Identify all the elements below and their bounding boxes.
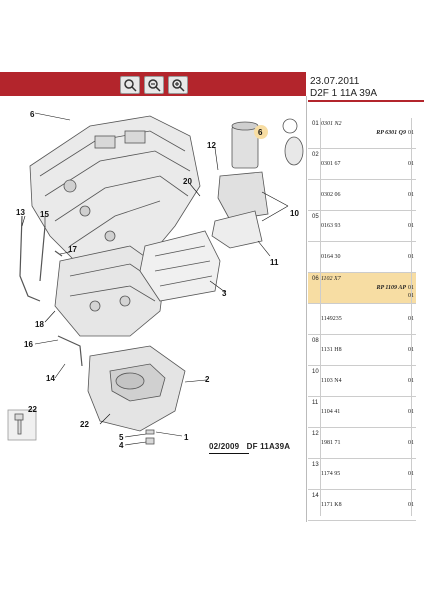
- footer-underline: [209, 453, 249, 454]
- document-date: 23.07.2011: [310, 76, 360, 87]
- part-reference: 1103 N4: [321, 378, 342, 384]
- part-number: 06: [312, 276, 319, 282]
- part-reference: 1171 K8: [321, 502, 342, 508]
- part-number: 14: [312, 493, 319, 499]
- callout-label: 22: [28, 405, 37, 414]
- part-reference: 1149235: [321, 316, 342, 322]
- part-number: 05: [312, 214, 319, 220]
- callout-label: 2: [205, 375, 210, 384]
- callout-label: 6: [30, 110, 35, 119]
- column-divider: [411, 118, 412, 516]
- magnifier-button[interactable]: [120, 76, 140, 94]
- crankcase-drawing: [54, 245, 166, 337]
- parts-list: 01 0301 N2 RP 6301 Q9 01 02 0301 67 01 0…: [308, 118, 416, 521]
- callout-label: 15: [40, 210, 49, 219]
- part-sub-reference: 0301 N2: [321, 121, 342, 127]
- oil-filter-housing-drawing: [211, 118, 304, 249]
- drain-plug-drawing: [145, 429, 155, 445]
- part-reference: 1981 71: [321, 440, 341, 446]
- parts-row[interactable]: 02 0301 67 01: [308, 149, 416, 180]
- part-number: 02: [312, 152, 319, 158]
- callout-label: 10: [290, 209, 299, 218]
- part-number: 01: [312, 121, 319, 127]
- parts-row[interactable]: 0164 30 01: [308, 242, 416, 273]
- callout-label: 11: [270, 258, 279, 267]
- callout-label: 5: [119, 433, 124, 442]
- intake-plate-drawing: [139, 230, 221, 302]
- leader-lines: [21, 112, 289, 446]
- footer-date: 02/2009: [209, 442, 240, 451]
- part-reference: 1174 95: [321, 471, 341, 477]
- callout-label: 12: [207, 141, 216, 150]
- parts-row[interactable]: 08 1131 H8 01: [308, 335, 416, 366]
- engine-exploded-diagram: [7, 112, 304, 446]
- column-divider: [320, 118, 321, 516]
- part-reference: 0163 93: [321, 223, 341, 229]
- parts-row[interactable]: 11 1104 41 01: [308, 397, 416, 428]
- callout-label: 13: [16, 208, 25, 217]
- callout-label: 18: [35, 320, 44, 329]
- part-reference: 0302 06: [321, 192, 341, 198]
- callout-label: 3: [222, 289, 227, 298]
- magnifier-icon: [124, 79, 137, 92]
- part-number: 11: [312, 400, 319, 406]
- callout-highlight: [254, 125, 268, 139]
- callout-label: 16: [24, 340, 33, 349]
- document-reference: D2F 1 11A 39A: [310, 88, 378, 99]
- parts-row-selected[interactable]: 06 1102 X7 RP 1109 AP 01 01: [308, 273, 416, 304]
- callout-label: 14: [46, 374, 55, 383]
- bolt-drawing: [7, 409, 37, 441]
- zoom-fit-icon: [172, 79, 185, 92]
- part-rp-reference: RP 1109 AP: [376, 285, 406, 291]
- parts-row[interactable]: 12 1981 71 01: [308, 428, 416, 459]
- callout-label: 6: [258, 128, 263, 137]
- parts-row[interactable]: 01 0301 N2 RP 6301 Q9 01: [308, 118, 416, 149]
- callout-label: 4: [119, 441, 124, 450]
- zoom-out-button[interactable]: [144, 76, 164, 94]
- part-reference: 0301 67: [321, 161, 341, 167]
- footer-code: DF 11A39A: [246, 442, 291, 451]
- part-rp-reference: RP 6301 Q9: [376, 130, 406, 136]
- parts-row[interactable]: 05 0163 93 01: [308, 211, 416, 242]
- part-number: 13: [312, 462, 319, 468]
- dipstick-drawing: [19, 215, 83, 367]
- callout-label: 17: [68, 245, 77, 254]
- parts-row[interactable]: 0302 06 01: [308, 180, 416, 211]
- parts-row[interactable]: 1149235 01: [308, 304, 416, 335]
- part-reference: 1131 H8: [321, 347, 342, 353]
- zoom-fit-button[interactable]: [168, 76, 188, 94]
- header-divider: [308, 100, 424, 102]
- zoom-out-icon: [148, 79, 161, 92]
- callout-label: 20: [183, 177, 192, 186]
- oil-pan-drawing: [87, 345, 186, 432]
- part-number: 08: [312, 338, 319, 344]
- engine-block-drawing: [29, 115, 201, 272]
- diagram-footer: 02/2009 DF 11A39A: [209, 442, 291, 454]
- parts-row[interactable]: 14 1171 K8 01: [308, 490, 416, 521]
- part-number: 10: [312, 369, 319, 375]
- part-number: 12: [312, 431, 319, 437]
- part-sub-reference: 1102 X7: [321, 276, 341, 282]
- part-reference: 1104 41: [321, 409, 341, 415]
- parts-row[interactable]: 13 1174 95 01: [308, 459, 416, 490]
- part-reference: 0164 30: [321, 254, 341, 260]
- parts-row[interactable]: 10 1103 N4 01: [308, 366, 416, 397]
- callout-label: 1: [184, 433, 189, 442]
- callout-label: 22: [80, 420, 89, 429]
